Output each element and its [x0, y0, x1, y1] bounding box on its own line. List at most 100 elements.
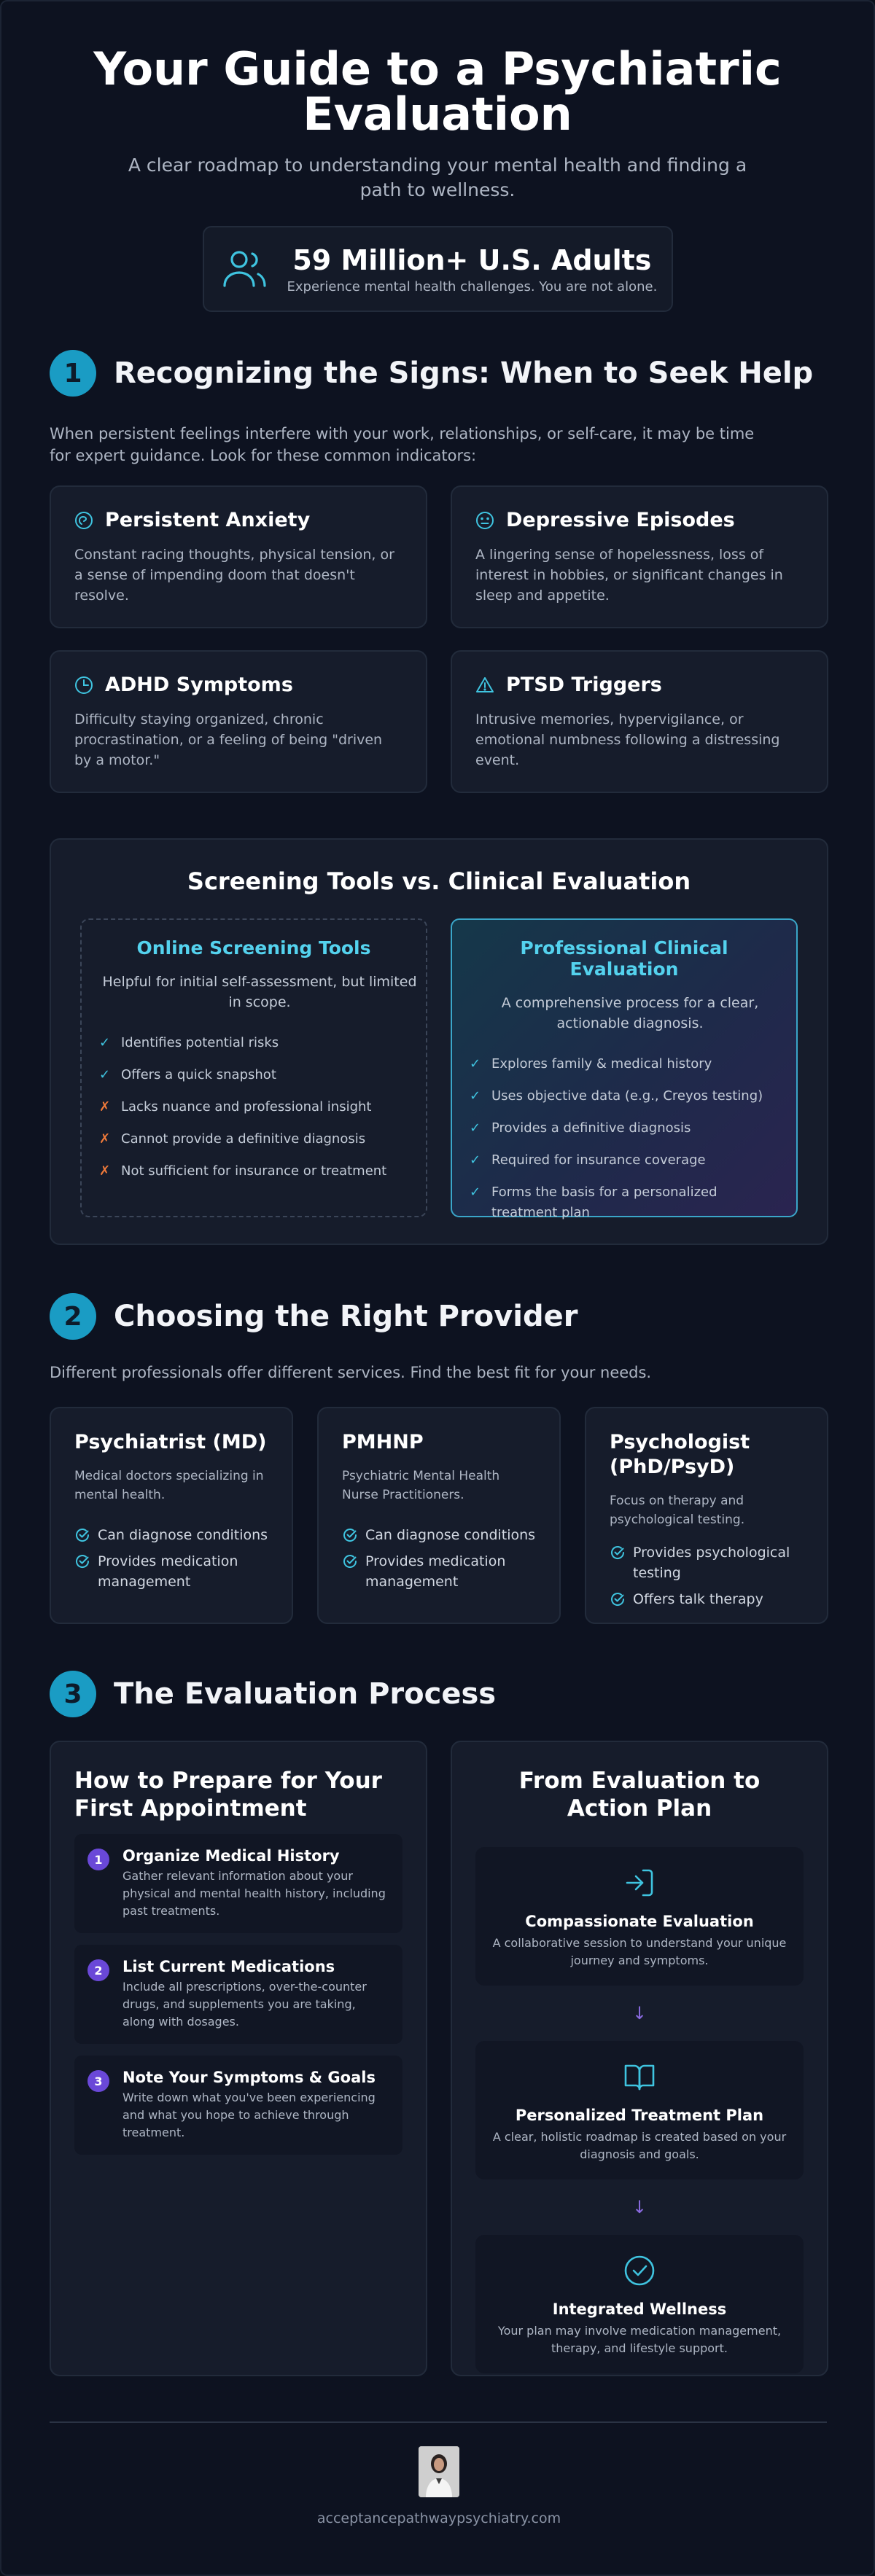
sign-card-adhd: ADHD Symptoms Difficulty staying organiz… [50, 650, 427, 793]
sign-description: Difficulty staying organized, chronic pr… [74, 711, 383, 768]
column-title: Online Screening Tools [136, 937, 371, 959]
section-number-badge: 1 [50, 350, 96, 397]
list-item: Provides medication management [342, 1551, 536, 1592]
section-number-badge: 2 [50, 1293, 96, 1340]
clock-icon [75, 676, 93, 694]
cross-icon: ✗ [99, 1131, 111, 1147]
step-number: 3 [88, 2070, 109, 2092]
person-photo-icon [419, 2446, 459, 2497]
warning-triangle-icon [476, 676, 494, 692]
sign-in-icon [626, 1869, 653, 1897]
list-item: ✓Explores family & medical history [470, 1054, 779, 1074]
open-book-icon [624, 2064, 655, 2091]
sign-description: A lingering sense of hopelessness, loss … [475, 547, 783, 604]
cross-icon: ✗ [99, 1099, 111, 1115]
flow-step: Integrated Wellness Your plan may involv… [475, 2235, 804, 2373]
provider-description: Psychiatric Mental Health Nurse Practiti… [342, 1469, 500, 1502]
check-circle-icon [76, 1529, 90, 1542]
sign-title: PTSD Triggers [506, 674, 662, 696]
stat-title: 59 Million+ U.S. Adults [292, 243, 652, 276]
step-number: 2 [88, 1959, 109, 1981]
column-description: A comprehensive process for a clear, act… [501, 995, 759, 1031]
clinical-evaluation-column: Professional Clinical Evaluation A compr… [451, 918, 798, 1220]
list-item: ✗Not sufficient for insurance or treatme… [99, 1161, 408, 1182]
action-plan-card: From Evaluation to Action Plan Compassio… [451, 1741, 828, 2376]
list-item: Provides psychological testing [610, 1542, 804, 1583]
sign-title: ADHD Symptoms [105, 674, 293, 696]
prep-step: 2 List Current Medications Include all p… [74, 1945, 402, 2044]
sad-face-icon [476, 511, 494, 529]
hero: Your Guide to a Psychiatric Evaluation A… [1, 1, 874, 312]
provider-card-psychiatrist: Psychiatrist (MD) Medical doctors specia… [50, 1407, 293, 1624]
list-item: Provides medication management [74, 1551, 268, 1592]
step-description: Include all prescriptions, over-the-coun… [122, 1980, 367, 2029]
section-3-header: 3 The Evaluation Process [50, 1671, 496, 1717]
sign-card-depression: Depressive Episodes A lingering sense of… [451, 485, 828, 628]
card-title: From Evaluation to Action Plan [518, 1768, 761, 1822]
list-item: ✓Offers a quick snapshot [99, 1065, 408, 1085]
cross-icon: ✗ [99, 1163, 111, 1179]
flow-step: Personalized Treatment Plan A clear, hol… [475, 2041, 804, 2179]
section-number-badge: 3 [50, 1671, 96, 1717]
list-item: ✓Identifies potential risks [99, 1033, 408, 1053]
list-item: ✓Provides a definitive diagnosis [470, 1118, 779, 1139]
provider-photo [419, 2446, 459, 2497]
sign-card-anxiety: Persistent Anxiety Constant racing thoug… [50, 485, 427, 628]
provider-title: PMHNP [342, 1431, 424, 1453]
flow-step-description: A collaborative session to understand yo… [492, 1936, 787, 1967]
check-circle-icon [611, 1546, 625, 1559]
prepare-appointment-card: How to Prepare for Your First Appointmen… [50, 1741, 427, 2376]
screening-comparison: Screening Tools vs. Clinical Evaluation … [50, 838, 828, 1245]
brain-icon [75, 511, 93, 529]
provider-card-psychologist: Psychologist (PhD/PsyD) Focus on therapy… [585, 1407, 828, 1624]
sign-card-ptsd: PTSD Triggers Intrusive memories, hyperv… [451, 650, 828, 793]
footer-divider [50, 2421, 827, 2423]
provider-card-pmhnp: PMHNP Psychiatric Mental Health Nurse Pr… [317, 1407, 561, 1624]
arrow-down-icon: ↓ [631, 2197, 648, 2217]
section-2-header: 2 Choosing the Right Provider [50, 1293, 578, 1340]
section-title: The Evaluation Process [114, 1677, 497, 1711]
sign-title: Depressive Episodes [506, 509, 735, 531]
list-item: Can diagnose conditions [342, 1525, 536, 1545]
list-item: ✓Forms the basis for a personalized trea… [470, 1182, 779, 1223]
flow-step-title: Personalized Treatment Plan [515, 2107, 764, 2124]
column-description: Helpful for initial self-assessment, but… [102, 974, 417, 1010]
step-title: Organize Medical History [122, 1847, 340, 1865]
step-description: Gather relevant information about your p… [122, 1869, 386, 1918]
step-title: List Current Medications [122, 1958, 335, 1975]
check-icon: ✓ [99, 1035, 111, 1050]
check-icon: ✓ [99, 1067, 111, 1082]
clinical-feature-list: ✓Explores family & medical history ✓Uses… [470, 1054, 779, 1223]
flow-step-description: Your plan may involve medication managem… [497, 2324, 782, 2355]
check-icon: ✓ [470, 1088, 481, 1104]
check-circle-icon [611, 1593, 625, 1606]
check-icon: ✓ [470, 1056, 481, 1072]
check-icon: ✓ [470, 1120, 481, 1136]
prep-step: 3 Note Your Symptoms & Goals Write down … [74, 2056, 402, 2155]
provider-title: Psychiatrist (MD) [74, 1431, 267, 1453]
list-item: ✗Lacks nuance and professional insight [99, 1097, 408, 1117]
arrow-down-icon: ↓ [631, 2003, 648, 2023]
flow-step: Compassionate Evaluation A collaborative… [475, 1847, 804, 1986]
check-circle-icon [624, 2255, 655, 2286]
online-screening-column: Online Screening Tools Helpful for initi… [80, 918, 427, 1217]
list-item: ✓Uses objective data (e.g., Creyos testi… [470, 1086, 779, 1106]
page-title: Your Guide to a Psychiatric Evaluation [93, 42, 782, 141]
step-number: 1 [88, 1849, 109, 1870]
column-title: Professional Clinical Evaluation [520, 937, 728, 980]
users-icon [222, 251, 266, 287]
page-subtitle: A clear roadmap to understanding your me… [128, 155, 747, 200]
step-title: Note Your Symptoms & Goals [122, 2069, 376, 2086]
check-icon: ✓ [470, 1184, 481, 1200]
list-item: ✓Required for insurance coverage [470, 1150, 779, 1171]
step-description: Write down what you've been experiencing… [122, 2091, 376, 2139]
section-title: Choosing the Right Provider [114, 1300, 578, 1333]
flow-step-title: Compassionate Evaluation [525, 1913, 754, 1930]
prep-step: 1 Organize Medical History Gather releva… [74, 1834, 402, 1933]
footer-website-link[interactable]: acceptancepathwaypsychiatry.com [316, 2510, 561, 2526]
section-1-header: 1 Recognizing the Signs: When to Seek He… [50, 350, 813, 397]
section-title: Recognizing the Signs: When to Seek Help [114, 356, 814, 390]
sign-title: Persistent Anxiety [105, 509, 311, 531]
check-icon: ✓ [470, 1152, 481, 1168]
